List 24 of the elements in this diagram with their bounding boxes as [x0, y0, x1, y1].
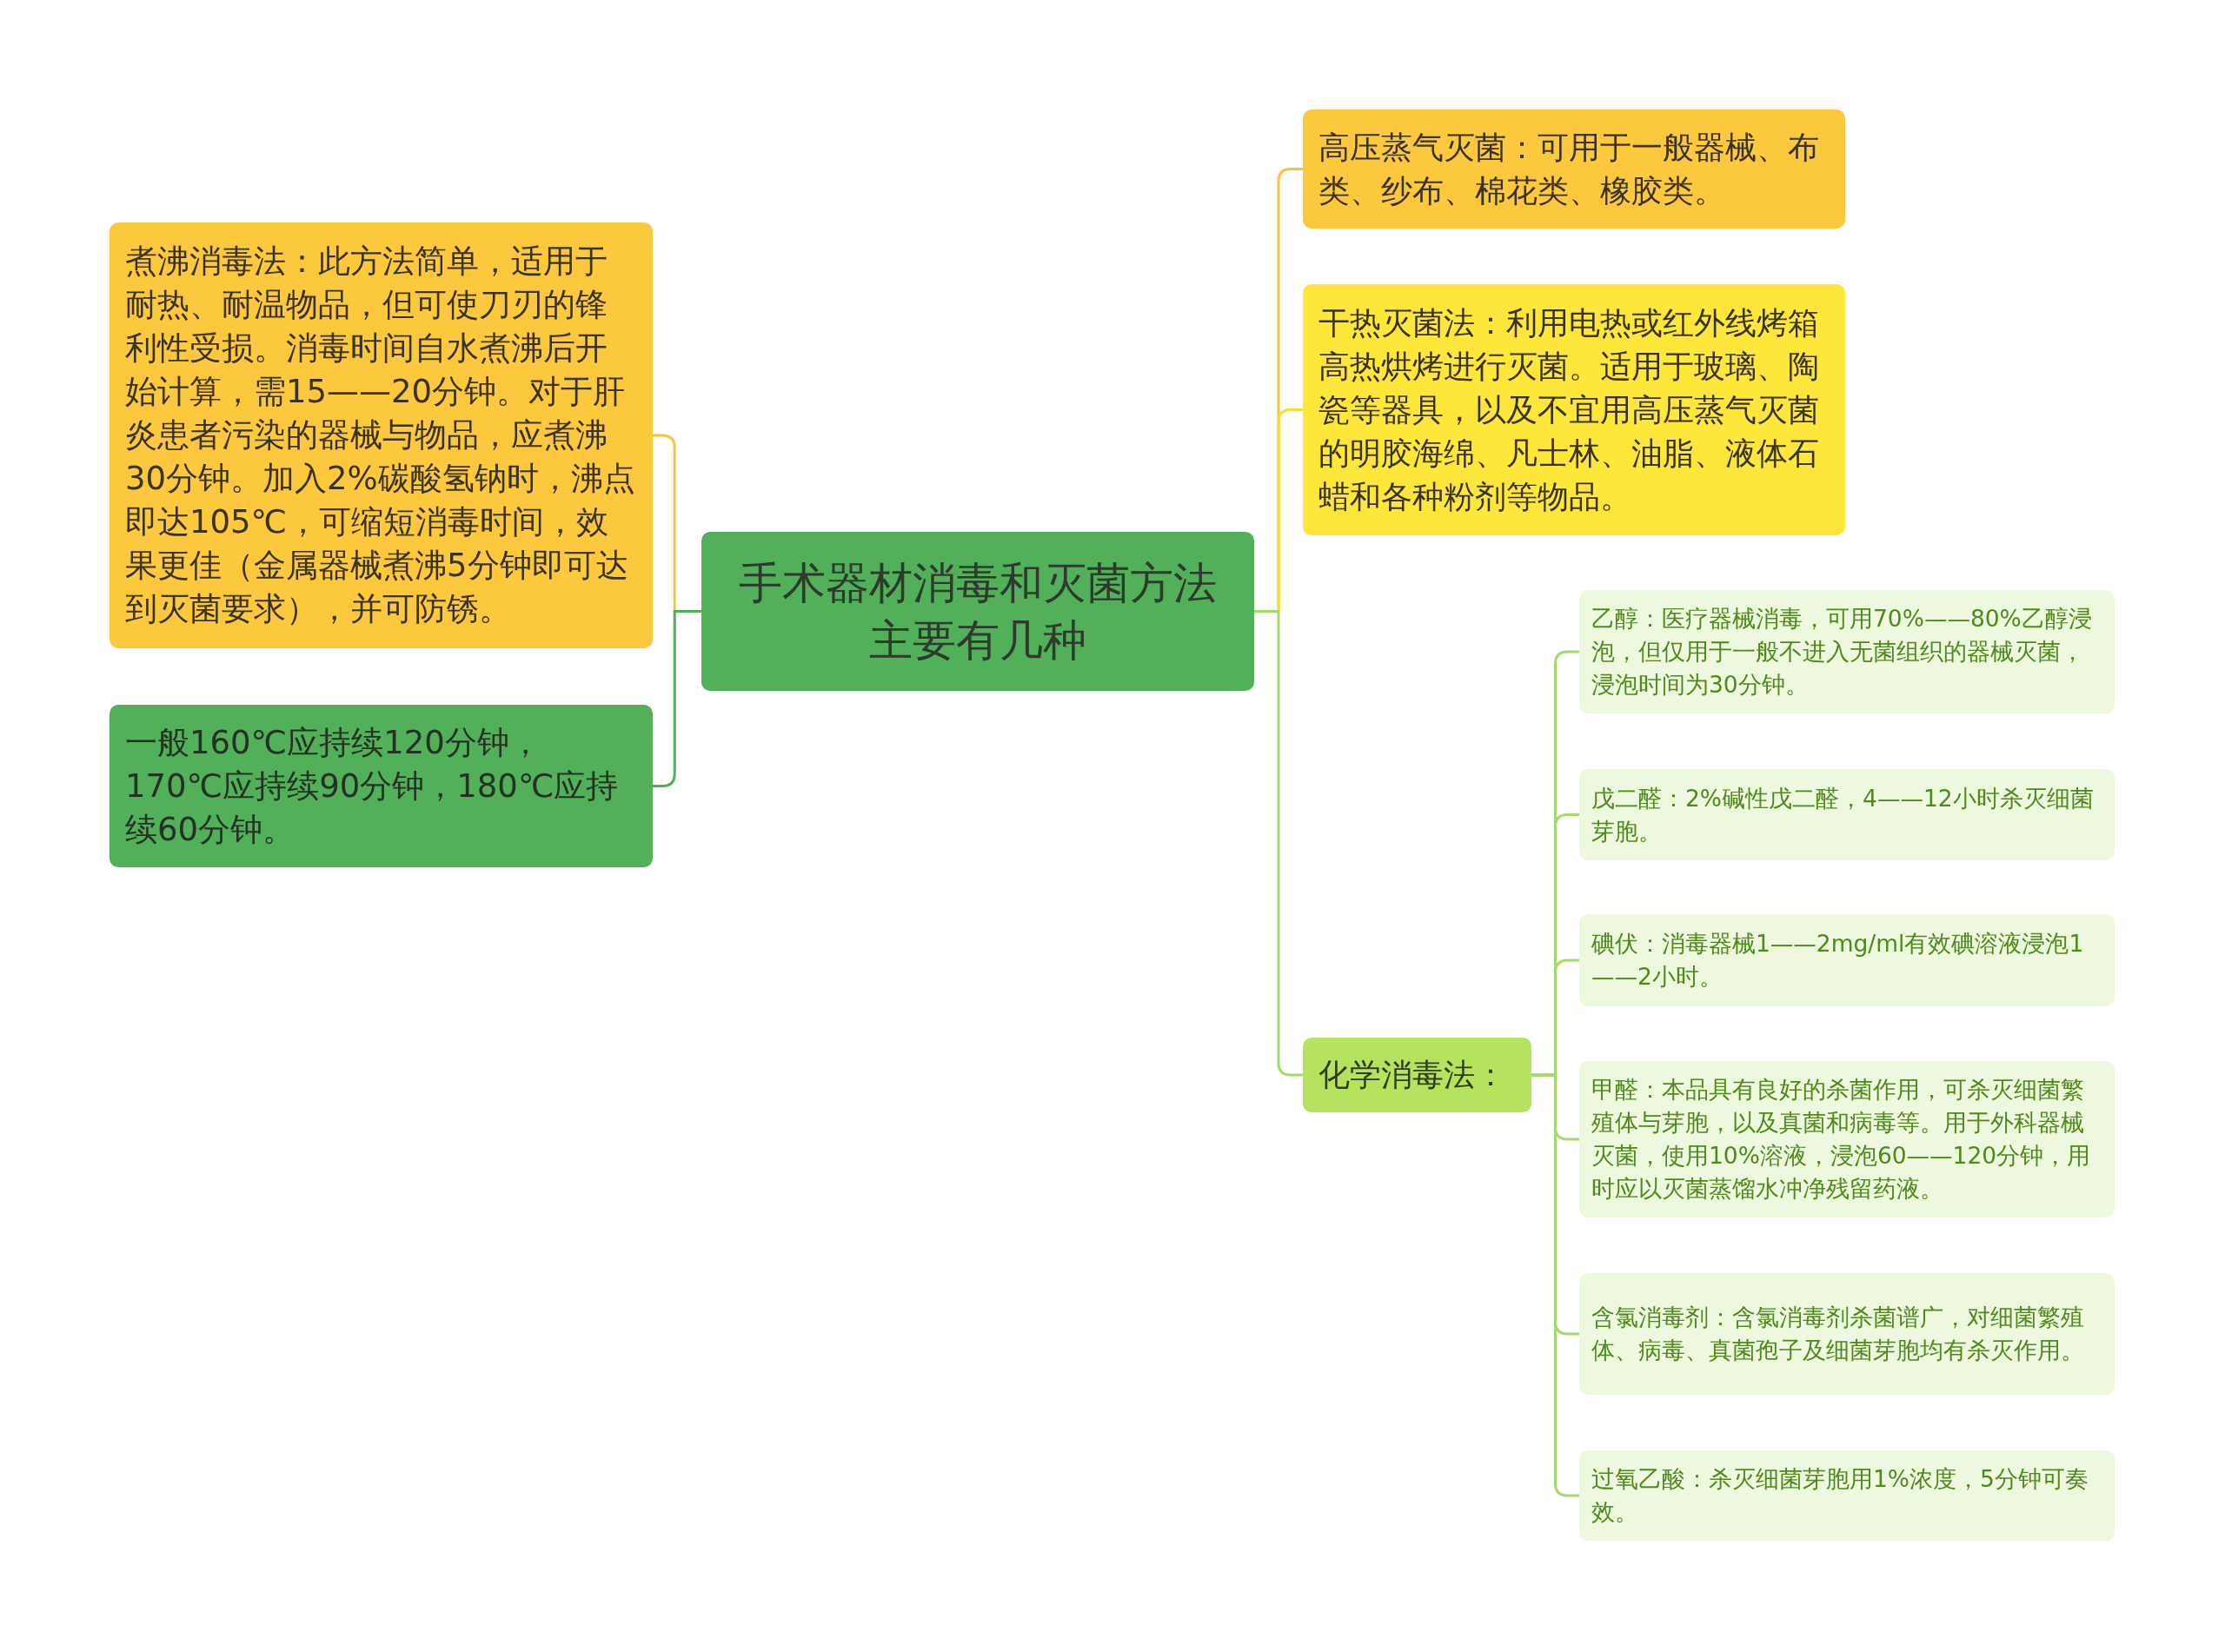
subtopic-box	[1579, 1273, 2115, 1395]
topic-text: 过氧乙酸：杀灭细菌芽胞用1%浓度，5分钟可奏效。	[1591, 1464, 2089, 1527]
subtopic-box	[1579, 769, 2115, 860]
topic-text: 含氯消毒剂：含氯消毒剂杀菌谱广，对细菌繁殖体、病毒、真菌孢子及细菌芽胞均有杀灭作用。	[1591, 1303, 2085, 1365]
topic-text: 甲醛：本品具有良好的杀菌作用，可杀灭细菌繁殖体与芽胞，以及真菌和病毒等。用于外科器械灭菌，使用10%溶液，浸泡60——120分钟，用时应以灭菌蒸馏水冲净残留药液。	[1591, 1075, 2092, 1204]
topic-box	[1303, 109, 1845, 229]
topic-box	[1303, 284, 1845, 535]
topic-title: 手术器材消毒和灭菌方法主要有几种	[738, 556, 1218, 667]
topic-text: 煮沸消毒法：此方法简单，适用于耐热、耐温物品，但可使刀刃的锋利性受损。消毒时间自水煮沸后开始计算，需15——20分钟。对于肝炎患者污染的器械与物品，应煮沸30分钟。加入2%碳酸氢钠时，沸点即达105℃，可缩短消毒时间，效果更佳（金属器械煮沸5分钟即可达到灭菌要求），并可防锈。	[125, 242, 636, 629]
topic-text: 碘伏：消毒器械1——2mg/ml有效碘溶液浸泡1——2小时。	[1591, 929, 2085, 992]
subtopic-box	[1579, 1450, 2115, 1541]
central-topic-box	[701, 532, 1254, 691]
topic-box	[110, 705, 653, 867]
subtopic-box	[1579, 590, 2115, 713]
subtopic-box	[1579, 1061, 2115, 1217]
subtopic-box	[1579, 914, 2115, 1006]
topic-box	[1303, 1038, 1531, 1112]
topic-text: 一般160℃应持续120分钟，170℃应持续90分钟，180℃应持续60分钟。	[125, 722, 620, 850]
topic-text: 化学消毒法：	[1318, 1056, 1507, 1094]
topic-text: 乙醇：医疗器械消毒，可用70%——80%乙醇浸泡，但仅用于一般不进入无菌组织的器械灭菌，浸泡时间为30分钟。	[1591, 604, 2093, 700]
topic-text: 戊二醛：2%碱性戊二醛，4——12小时杀灭细菌芽胞。	[1591, 783, 2095, 846]
topic-text: 高压蒸气灭菌：可用于一般器械、布类、纱布、棉花类、橡胶类。	[1318, 128, 1820, 210]
topic-text: 干热灭菌法：利用电热或红外线烤箱高热烘烤进行灭菌。适用于玻璃、陶瓷等器具，以及不宜用高压蒸气灭菌的明胶海绵、凡士林、油脂、液体石蜡和各种粉剂等物品。	[1318, 303, 1820, 516]
connector-line	[653, 610, 701, 787]
